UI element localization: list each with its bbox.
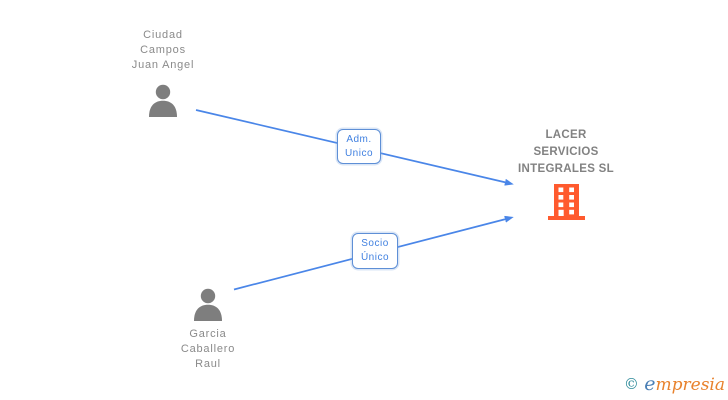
edge-label-line: Único bbox=[360, 252, 390, 263]
person-icon bbox=[149, 84, 177, 117]
edge-label-line: Adm. bbox=[346, 134, 372, 145]
node-person-garcia-caballero[interactable]: Garcia Caballero Raul bbox=[148, 288, 268, 372]
person-name-line: Ciudad bbox=[143, 29, 183, 41]
copyright-icon: © bbox=[623, 375, 639, 393]
person-icon bbox=[194, 288, 222, 321]
person-name: Ciudad Campos Juan Angel bbox=[103, 28, 223, 73]
person-name-line: Campos bbox=[140, 44, 186, 56]
person-name: Garcia Caballero Raul bbox=[148, 327, 268, 372]
node-company-lacer-servicios[interactable]: LACER SERVICIOS INTEGRALES SL bbox=[505, 127, 627, 220]
edge-label-socio-unico: Socio Único bbox=[352, 233, 398, 269]
person-name-line: Caballero bbox=[180, 343, 236, 355]
empresia-watermark-logo[interactable]: © empresia bbox=[624, 373, 725, 395]
person-name-line: Raul bbox=[195, 358, 221, 370]
edge-label-line: Socio bbox=[361, 238, 389, 249]
node-person-ciudad-campos[interactable]: Ciudad Campos Juan Angel bbox=[103, 28, 223, 117]
edge-label-adm-unico: Adm. Unico bbox=[337, 129, 381, 164]
person-name-line: Juan Angel bbox=[131, 59, 195, 71]
company-name-line: INTEGRALES SL bbox=[518, 163, 614, 175]
building-icon bbox=[547, 184, 585, 220]
company-name-line: SERVICIOS bbox=[533, 146, 599, 158]
person-name-line: Garcia bbox=[189, 328, 227, 340]
brand-rest: mpresia bbox=[655, 375, 726, 395]
edge-label-line: Unico bbox=[344, 148, 374, 159]
brand-initial: e bbox=[644, 373, 656, 395]
company-name: LACER SERVICIOS INTEGRALES SL bbox=[505, 127, 627, 178]
company-name-line: LACER bbox=[545, 129, 587, 141]
